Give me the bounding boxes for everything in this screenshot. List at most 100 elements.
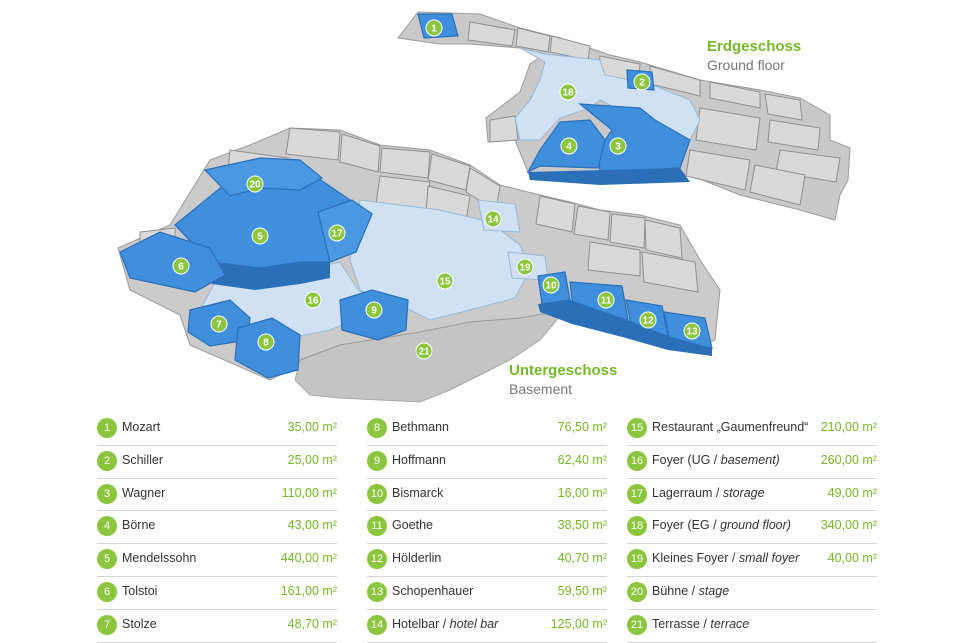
map-badge-circle [415,342,433,360]
legend-room-name-de: Bühne / [652,583,699,598]
legend-room-area: 25,00 m² [287,452,337,467]
map-badge-21[interactable]: 21 [415,342,433,360]
legend-number-badge: 10 [367,483,387,504]
map-badge-number: 13 [686,327,698,338]
legend-number-badge: 18 [627,516,647,537]
legend-number-badge: 15 [627,418,647,438]
map-badge-17[interactable]: 17 [328,224,346,242]
map-badge-circle [304,291,322,309]
legend-room-name: Lagerraum / storage [652,486,765,500]
legend-room-name: Kleines Foyer / small foyer [652,551,799,565]
map-badge-circle [328,224,346,242]
map-badge-14[interactable]: 14 [484,210,502,228]
legend-room-area: 110,00 m² [281,485,337,500]
map-badge-number: 16 [307,296,319,307]
map-badge-circle [633,73,651,91]
legend-room-name-de: Terrasse / [652,616,711,631]
map-badge-4[interactable]: 4 [560,137,578,155]
map-badge-7[interactable]: 7 [210,315,228,333]
ground-floor-subtitle: Ground floor [707,57,785,73]
legend-room-name-de: Hölderlin [392,551,442,566]
legend-room-name: Hoffmann [392,453,446,467]
basement-subtitle: Basement [509,381,573,397]
legend-room-name: Goethe [392,518,433,532]
ground-floor-title: Erdgeschoss [707,38,802,55]
legend-room-area: 43,00 m² [287,518,337,533]
legend-room-area: 35,00 m² [287,420,337,434]
map-badge-2[interactable]: 2 [633,73,651,91]
map-badge-6[interactable]: 6 [172,257,190,275]
map-badge-number: 14 [487,215,499,226]
legend-room-area: 210,00 m² [820,420,877,434]
map-badge-13[interactable]: 13 [683,322,701,340]
legend-room-area: 40,00 m² [827,551,877,566]
map-badge-11[interactable]: 11 [597,291,615,309]
map-badge-circle [484,210,502,228]
map-badge-16[interactable]: 16 [304,291,322,309]
map-badge-10[interactable]: 10 [542,276,560,294]
legend-room-name-de: Schiller [122,452,163,467]
map-badge-number: 18 [562,88,574,99]
map-badge-circle [246,175,264,193]
map-badge-number: 17 [331,229,343,240]
legend-room-name-de: Tolstoi [122,583,158,598]
legend-room-name: Börne [122,518,155,532]
legend-number-badge: 5 [97,549,117,570]
map-badge-1[interactable]: 1 [425,19,443,37]
map-badge-circle [683,322,701,340]
legend-room-name-en: basement) [720,452,780,467]
map-badge-18[interactable]: 18 [559,83,577,101]
legend-room-name: Bismarck [392,486,443,500]
map-badge-circle [542,276,560,294]
map-badge-19[interactable]: 19 [516,258,534,276]
legend-number-badge: 19 [627,549,647,570]
map-badge-number: 2 [639,78,645,89]
map-badge-circle [172,257,190,275]
map-badge-15[interactable]: 15 [436,272,454,290]
room-tolstoi[interactable] [119,231,226,293]
map-badge-number: 12 [642,316,654,327]
legend-row-4: 4 Börne 43,00 m² [97,511,337,545]
legend-number-badge: 14 [367,614,387,635]
legend-room-name-de: Stolze [122,616,157,631]
map-badge-3[interactable]: 3 [609,137,627,155]
legend-number-badge: 4 [97,516,117,537]
legend-room-area: 440,00 m² [280,551,337,566]
legend-number-badge: 13 [367,581,387,602]
legend-room-name: Hölderlin [392,551,441,565]
map-badge-5[interactable]: 5 [251,227,269,245]
map-badge-circle [609,137,627,155]
map-badge-20[interactable]: 20 [246,175,264,193]
legend-room-name: Foyer (UG / basement) [652,453,780,467]
map-badge-circle [560,137,578,155]
legend-room-name: Hotelbar / hotel bar [392,617,498,631]
legend-number-badge: 1 [97,418,117,438]
stage-area[interactable] [203,157,324,197]
legend-room-name: Schiller [122,453,163,467]
map-badge-number: 20 [249,180,261,191]
map-badge-12[interactable]: 12 [639,311,657,329]
legend-room-name-en: stage [698,583,730,598]
legend-number-badge: 12 [367,549,387,570]
map-badge-number: 11 [601,296,612,307]
legend-room-name-de: Kleines Foyer / [652,551,739,566]
map-badge-8[interactable]: 8 [257,333,275,351]
basement-plan [117,127,721,403]
legend-room-name-de: Bismarck [392,485,444,500]
legend-number-badge: 11 [367,516,387,537]
map-badge-9[interactable]: 9 [365,301,383,319]
